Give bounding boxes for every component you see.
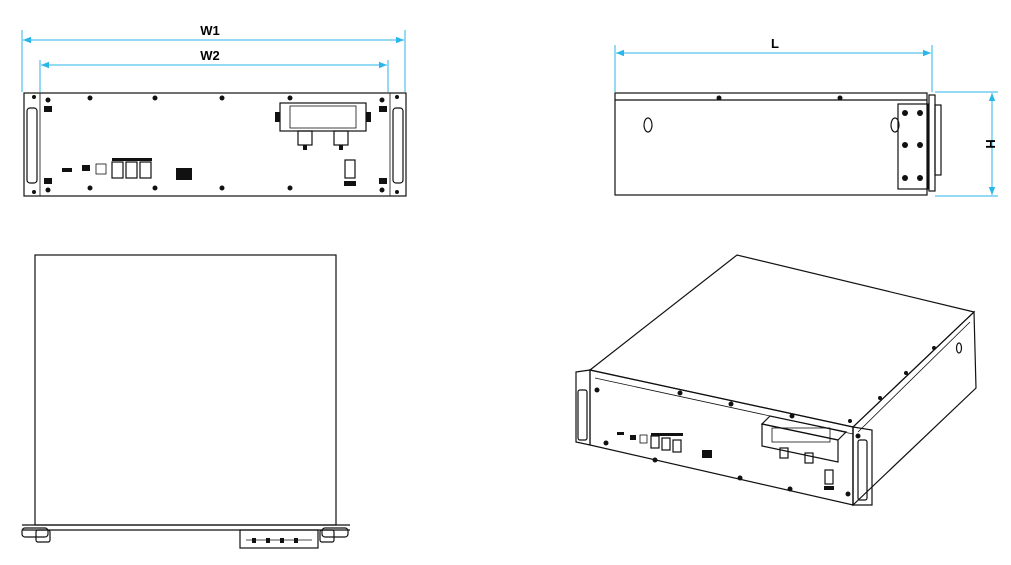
- top-panel-outline: [34, 254, 337, 526]
- w1-dimension: W1: [21, 23, 406, 92]
- height-dimension: H: [935, 91, 998, 197]
- iso-right-handle: [857, 439, 868, 501]
- power-switch: [344, 159, 356, 179]
- right-handle: [392, 107, 404, 184]
- iso-left-handle: [577, 389, 588, 441]
- terminal-protrusion: [239, 529, 319, 549]
- front-panel-outline: [23, 92, 407, 197]
- w2-label: W2: [200, 48, 220, 63]
- w1-label: W1: [200, 23, 220, 38]
- top-view: [21, 254, 350, 549]
- side-panel-outline: [614, 92, 928, 196]
- front-view: W1 W2: [21, 23, 407, 197]
- power-terminal-block: [275, 102, 371, 150]
- length-label: L: [771, 36, 779, 51]
- length-dimension: L: [614, 36, 933, 92]
- iso-terminal-block: [760, 415, 848, 464]
- iso-communication-ports: [617, 432, 712, 458]
- iso-power-switch: [824, 469, 834, 485]
- w2-dimension: W2: [39, 48, 389, 92]
- iso-top-face: [588, 254, 976, 428]
- iso-front-face: [589, 369, 854, 506]
- left-handle: [26, 107, 38, 184]
- isometric-view: [575, 254, 977, 507]
- communication-ports: [62, 158, 192, 180]
- height-label: H: [983, 139, 998, 148]
- side-view: L H: [614, 36, 998, 197]
